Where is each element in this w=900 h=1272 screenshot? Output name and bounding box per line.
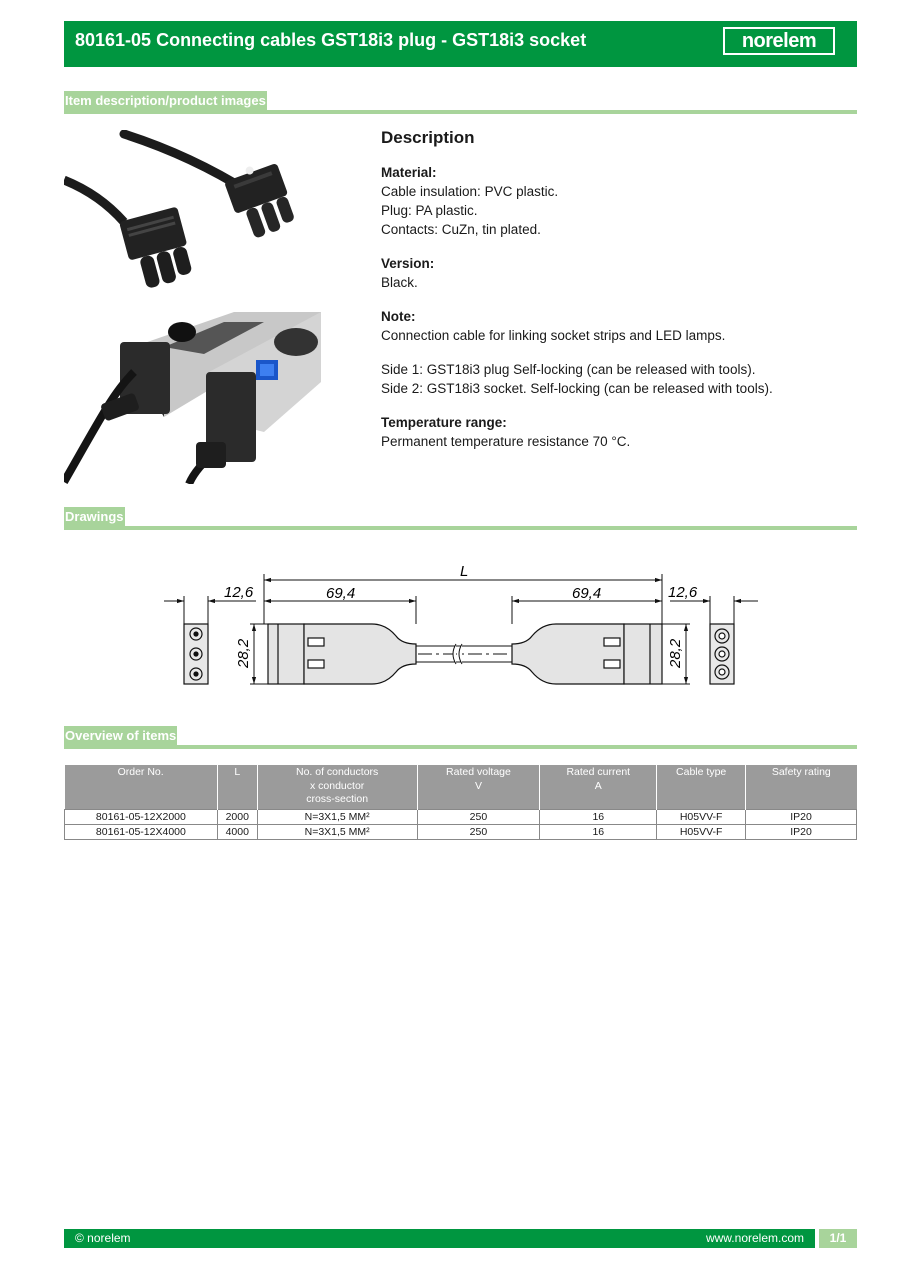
cable-type-cell: H05VV-F	[656, 809, 747, 825]
dim-right-end-label: 12,6	[668, 584, 698, 601]
safety-rating-cell: IP20	[745, 824, 857, 840]
product-image-cables	[64, 130, 321, 302]
column-header: L	[216, 765, 258, 810]
technical-drawing: L 12,6 69,4 69,4 12,6 28,2 28,2	[150, 556, 770, 706]
cable-type-cell: H05VV-F	[656, 824, 747, 840]
norelem-logo: norelem	[723, 27, 835, 55]
table-header-row: Order No. L No. of conductors x conducto…	[64, 765, 857, 810]
page-header: 80161-05 Connecting cables GST18i3 plug …	[64, 21, 857, 67]
dim-right-body-label: 69,4	[572, 585, 601, 602]
note-text: Connection cable for linking socket stri…	[381, 328, 726, 343]
side-line: Side 2: GST18i3 socket. Self-locking (ca…	[381, 381, 773, 396]
page-number: 1/1	[819, 1229, 857, 1248]
column-header: Safety rating	[745, 765, 857, 810]
conductors-cell: N=3X1,5 MM²	[256, 809, 418, 825]
order-number-cell[interactable]: 80161-05-12X4000	[64, 824, 218, 840]
section-divider	[64, 745, 857, 749]
side-block: Side 1: GST18i3 plug Self-locking (can b…	[381, 360, 857, 398]
dim-left-end-label: 12,6	[224, 584, 254, 601]
temperature-text: Permanent temperature resistance 70 °C.	[381, 434, 631, 449]
section-title-drawings: Drawings	[64, 507, 125, 527]
dim-left-body-label: 69,4	[326, 585, 355, 602]
column-header: Rated current A	[539, 765, 657, 810]
current-cell: 16	[539, 824, 658, 840]
description-heading: Description	[381, 128, 475, 147]
note-label: Note:	[381, 309, 416, 324]
length-cell: 4000	[216, 824, 258, 840]
version-label: Version:	[381, 256, 435, 271]
dim-length-label: L	[460, 563, 468, 580]
column-header: Rated voltage V	[416, 765, 540, 810]
side-line: Side 1: GST18i3 plug Self-locking (can b…	[381, 362, 756, 377]
section-title-overview: Overview of items	[64, 726, 178, 746]
voltage-cell: 250	[416, 824, 541, 840]
material-line: Plug: PA plastic.	[381, 203, 478, 218]
column-header: Order No.	[64, 765, 218, 810]
version-text: Black.	[381, 275, 418, 290]
temperature-label: Temperature range:	[381, 415, 507, 430]
note-block: Note: Connection cable for linking socke…	[381, 307, 857, 345]
material-line: Cable insulation: PVC plastic.	[381, 184, 559, 199]
column-header: No. of conductors x conductor cross-sect…	[256, 765, 418, 810]
conductors-cell: N=3X1,5 MM²	[256, 824, 418, 840]
page-footer: © norelem www.norelem.com	[64, 1229, 815, 1248]
safety-rating-cell: IP20	[745, 809, 857, 825]
dim-height-left-label: 28,2	[235, 638, 252, 669]
section-divider	[64, 526, 857, 530]
version-block: Version: Black.	[381, 254, 857, 292]
material-line: Contacts: CuZn, tin plated.	[381, 222, 541, 237]
website-link[interactable]: www.norelem.com	[705, 1231, 804, 1245]
table-row: 80161-05-12X4000 4000 N=3X1,5 MM² 250 16…	[64, 824, 857, 840]
current-cell: 16	[539, 809, 658, 825]
page-title: 80161-05 Connecting cables GST18i3 plug …	[75, 30, 587, 50]
product-description: Description Material: Cable insulation: …	[381, 128, 857, 466]
material-block: Material: Cable insulation: PVC plastic.…	[381, 163, 857, 239]
table-row: 80161-05-12X2000 2000 N=3X1,5 MM² 250 16…	[64, 809, 857, 825]
section-title-item-description: Item description/product images	[64, 91, 267, 111]
column-header: Cable type	[656, 765, 746, 810]
copyright-text: © norelem	[75, 1231, 131, 1245]
items-table: Order No. L No. of conductors x conducto…	[64, 765, 857, 840]
dim-height-right-label: 28,2	[667, 638, 684, 669]
length-cell: 2000	[216, 809, 258, 825]
product-image-socket-strips	[64, 312, 321, 484]
order-number-cell[interactable]: 80161-05-12X2000	[64, 809, 218, 825]
material-label: Material:	[381, 165, 437, 180]
voltage-cell: 250	[416, 809, 541, 825]
section-divider	[64, 110, 857, 114]
temperature-block: Temperature range: Permanent temperature…	[381, 413, 857, 451]
